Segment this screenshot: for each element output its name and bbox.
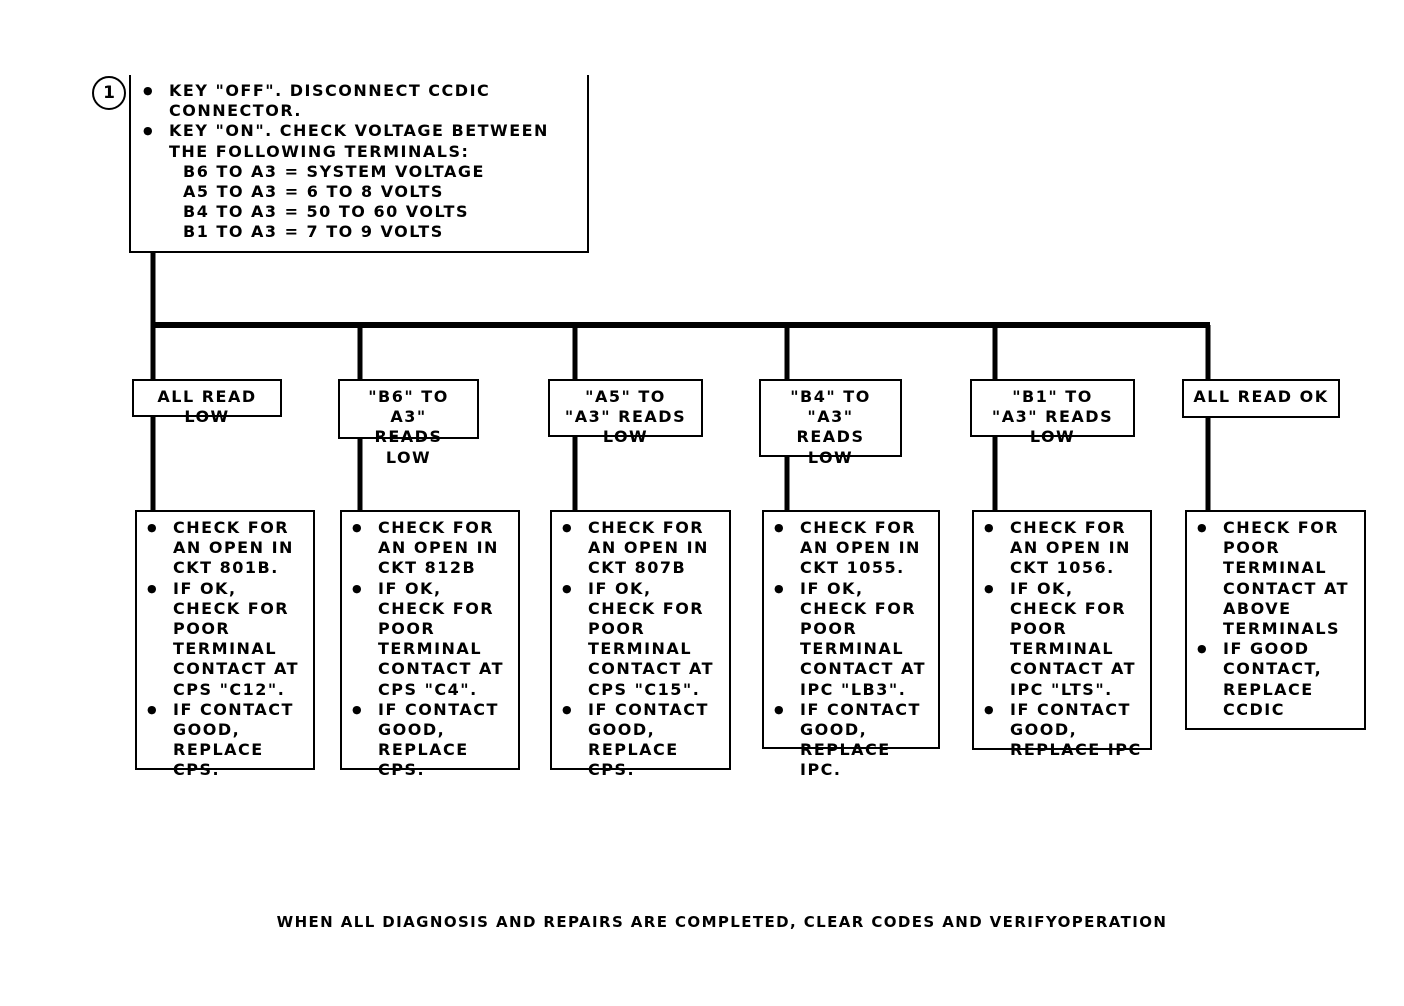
voltage-spec: A5 TO A3 = 6 TO 8 VOLTS xyxy=(183,182,444,202)
action-box-b6-reads-low: CHECK FOR AN OPEN IN CKT 812B IF OK, CHE… xyxy=(340,510,520,779)
voltage-spec: B1 TO A3 = 7 TO 9 VOLTS xyxy=(183,222,444,242)
action-item: IF CONTACT GOOD, REPLACE IPC xyxy=(980,700,1144,761)
action-item: IF OK, CHECK FOR POOR TERMINAL CONTACT A… xyxy=(558,579,723,700)
action-item: IF GOOD CONTACT, REPLACE CCDIC xyxy=(1193,639,1358,720)
action-item: CHECK FOR AN OPEN IN CKT 1055. xyxy=(770,518,932,579)
action-item: IF OK, CHECK FOR POOR TERMINAL CONTACT A… xyxy=(348,579,512,700)
initial-check-box: KEY "OFF". DISCONNECT CCDIC CONNECTOR. K… xyxy=(129,75,589,253)
initial-check-list: KEY "OFF". DISCONNECT CCDIC CONNECTOR. K… xyxy=(139,81,581,162)
action-box-all-read-low: CHECK FOR AN OPEN IN CKT 801B. IF OK, CH… xyxy=(135,510,315,779)
condition-b1-reads-low: "B1" TO "A3" READS LOW xyxy=(970,379,1135,446)
action-item: IF CONTACT GOOD, REPLACE CPS. xyxy=(348,700,512,781)
condition-all-read-low: ALL READ LOW xyxy=(132,379,282,426)
condition-a5-reads-low: "A5" TO "A3" READS LOW xyxy=(548,379,703,446)
action-box-all-read-ok: CHECK FOR POOR TERMINAL CONTACT AT ABOVE… xyxy=(1185,510,1366,730)
action-item: CHECK FOR AN OPEN IN CKT 801B. xyxy=(143,518,307,579)
action-item: IF OK, CHECK FOR POOR TERMINAL CONTACT A… xyxy=(770,579,932,700)
action-box-b4-reads-low: CHECK FOR AN OPEN IN CKT 1055. IF OK, CH… xyxy=(762,510,940,779)
action-item: CHECK FOR AN OPEN IN CKT 1056. xyxy=(980,518,1144,579)
action-item: IF OK, CHECK FOR POOR TERMINAL CONTACT A… xyxy=(980,579,1144,700)
voltage-spec: B4 TO A3 = 50 TO 60 VOLTS xyxy=(183,202,469,222)
condition-all-read-ok: ALL READ OK xyxy=(1182,379,1340,418)
action-item: CHECK FOR AN OPEN IN CKT 807B xyxy=(558,518,723,579)
action-item: IF CONTACT GOOD, REPLACE CPS. xyxy=(558,700,723,781)
action-item: IF OK, CHECK FOR POOR TERMINAL CONTACT A… xyxy=(143,579,307,700)
condition-b4-reads-low: "B4" TO "A3" READS LOW xyxy=(759,379,902,467)
action-box-b1-reads-low: CHECK FOR AN OPEN IN CKT 1056. IF OK, CH… xyxy=(972,510,1152,759)
action-item: CHECK FOR AN OPEN IN CKT 812B xyxy=(348,518,512,579)
instruction-item: KEY "ON". CHECK VOLTAGE BETWEEN THE FOLL… xyxy=(139,121,581,161)
action-item: IF CONTACT GOOD, REPLACE CPS. xyxy=(143,700,307,781)
action-box-a5-reads-low: CHECK FOR AN OPEN IN CKT 807B IF OK, CHE… xyxy=(550,510,731,779)
step-number: 1 xyxy=(92,76,126,110)
instruction-item: KEY "OFF". DISCONNECT CCDIC CONNECTOR. xyxy=(139,81,581,121)
condition-b6-reads-low: "B6" TO A3" READS LOW xyxy=(338,379,479,467)
completion-note: WHEN ALL DIAGNOSIS AND REPAIRS ARE COMPL… xyxy=(276,913,1168,931)
voltage-spec-list: B6 TO A3 = SYSTEM VOLTAGE A5 TO A3 = 6 T… xyxy=(139,162,581,243)
action-item: IF CONTACT GOOD, REPLACE IPC. xyxy=(770,700,932,781)
action-item: CHECK FOR POOR TERMINAL CONTACT AT ABOVE… xyxy=(1193,518,1358,639)
voltage-spec: B6 TO A3 = SYSTEM VOLTAGE xyxy=(183,161,485,181)
